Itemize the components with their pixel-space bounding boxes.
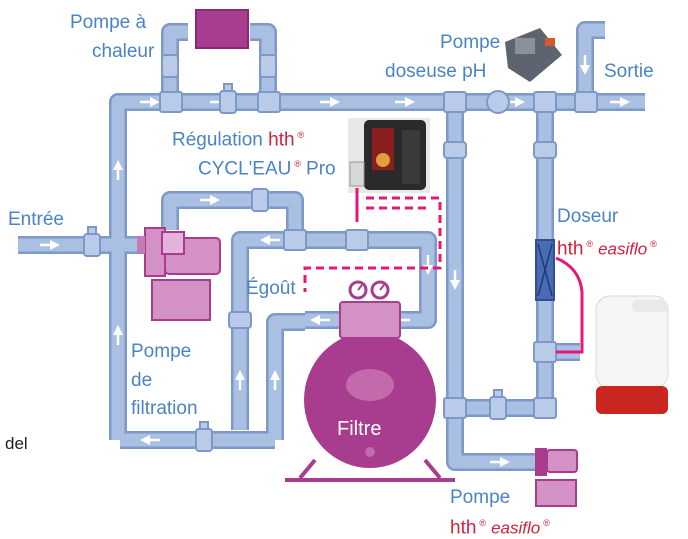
easiflo-brand: easiflo <box>598 239 648 259</box>
valve-icon <box>251 188 269 212</box>
signal-wiring <box>303 188 584 354</box>
valve-icon <box>259 54 277 78</box>
heat-pump-label-line1: Pompe à <box>70 12 147 33</box>
filter-label: Filtre <box>337 418 382 440</box>
valve-icon <box>219 83 237 114</box>
doseur-easiflo-icon <box>535 239 555 301</box>
filtration-pump-label-line3: filtration <box>131 398 198 419</box>
pressure-gauge-icon <box>348 280 390 300</box>
ph-pump-label-line2: doseuse pH <box>385 61 487 82</box>
controller-icon <box>348 118 430 193</box>
valve-icon <box>228 311 252 329</box>
filtration-pump-icon <box>137 227 221 321</box>
valve-icon <box>486 90 510 114</box>
valve-icon <box>489 389 507 420</box>
pro-text: Pro <box>306 158 336 180</box>
registered-mark: ® <box>297 130 305 140</box>
outlet-label: Sortie <box>604 61 654 82</box>
easiflo-pump-brand-label: hth®easiflo® <box>450 512 555 539</box>
doseur-label: Doseur <box>557 206 619 227</box>
ph-pump-label-line1: Pompe <box>440 32 501 53</box>
cycleau-text: CYCL'EAU <box>198 158 292 180</box>
filtration-pump-label-line1: Pompe <box>131 341 192 362</box>
cycleau-label: CYCL'EAU® Pro <box>198 153 336 180</box>
hth-brand: hth <box>557 238 584 260</box>
hth-brand: hth <box>450 517 477 539</box>
easiflo-pump-label: Pompe <box>450 487 511 508</box>
easiflo-pump-icon <box>535 448 578 507</box>
registered-mark: ® <box>650 239 657 249</box>
filtration-pump-label-line2: de <box>131 370 153 391</box>
hth-brand: hth <box>268 129 295 151</box>
registered-mark: ® <box>586 239 594 249</box>
valve-icon <box>195 421 213 452</box>
valve-icon <box>161 54 179 78</box>
registered-mark: ® <box>479 518 487 528</box>
filter-tank-icon <box>285 280 455 482</box>
valves <box>83 54 598 452</box>
easiflo-brand: easiflo <box>491 518 541 538</box>
stray-text: del <box>5 434 28 453</box>
registered-mark: ® <box>543 518 550 528</box>
regulation-text: Régulation <box>172 129 263 151</box>
doseur-brand-label: hth®easiflo® <box>557 233 662 260</box>
chlorinator-icon <box>595 295 669 414</box>
drain-label: Égoût <box>246 278 296 299</box>
heat-pump-label-line2: chaleur <box>92 41 155 62</box>
valve-icon <box>533 141 557 159</box>
valve-icon <box>83 226 101 257</box>
regulation-label: Régulation hth® <box>172 124 309 151</box>
registered-mark: ® <box>294 159 302 169</box>
inlet-label: Entrée <box>8 209 64 230</box>
heat-pump-icon <box>195 9 249 49</box>
valve-icon <box>443 141 467 159</box>
ph-dosing-pump-icon <box>505 28 562 82</box>
